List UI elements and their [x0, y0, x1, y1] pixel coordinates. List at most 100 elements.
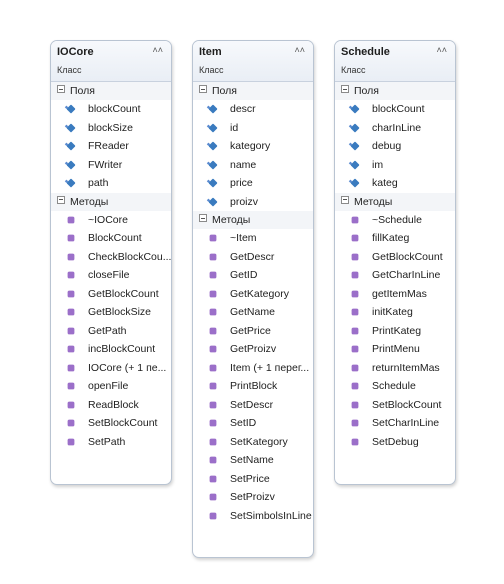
method-item[interactable]: GetPrice — [193, 322, 313, 341]
field-item[interactable]: descr — [193, 100, 313, 119]
double-chevron-up-icon[interactable]: ˄˄ — [436, 45, 447, 55]
method-item[interactable]: GetName — [193, 303, 313, 322]
method-item[interactable]: ~Item — [193, 229, 313, 248]
method-item[interactable]: fillKateg — [335, 229, 455, 248]
minus-box-icon[interactable] — [341, 195, 349, 204]
field-name: debug — [372, 140, 402, 152]
field-name: blockSize — [88, 121, 133, 134]
method-item[interactable]: GetDescr — [193, 248, 313, 267]
method-item[interactable]: SetPrice — [193, 470, 313, 489]
minus-box-icon[interactable] — [341, 85, 349, 93]
methods-section-header[interactable]: Методы — [51, 192, 171, 211]
field-item[interactable]: debug — [335, 137, 455, 156]
field-name: descr — [230, 103, 256, 115]
method-item[interactable]: SetCharInLine — [335, 414, 455, 433]
method-icon — [351, 234, 359, 242]
minus-box-icon[interactable] — [57, 195, 65, 204]
method-item[interactable]: SetBlockCount — [335, 396, 455, 415]
method-item[interactable]: returnItemMas — [335, 359, 455, 378]
minus-box-icon[interactable] — [199, 214, 207, 222]
field-name: id — [230, 121, 239, 134]
methods-section-header[interactable]: Методы — [193, 211, 313, 229]
method-item[interactable]: GetProizv — [193, 340, 313, 359]
methods-section-header[interactable]: Методы — [335, 192, 455, 211]
field-item[interactable]: FWriter — [51, 156, 171, 175]
field-item[interactable]: path — [51, 174, 171, 193]
method-item[interactable]: getItemMas — [335, 285, 455, 304]
field-item[interactable]: kateg — [335, 174, 455, 193]
method-item[interactable]: openFile — [51, 377, 171, 396]
method-icon — [209, 382, 217, 390]
method-item[interactable]: PrintBlock — [193, 377, 313, 396]
method-item[interactable]: SetName — [193, 451, 313, 470]
method-item[interactable]: BlockCount — [51, 229, 171, 248]
method-item[interactable]: ReadBlock — [51, 396, 171, 415]
field-item[interactable]: kategory — [193, 137, 313, 156]
field-item[interactable]: charInLine — [335, 119, 455, 138]
method-item[interactable]: IOCore (+ 1 пе... — [51, 359, 171, 378]
method-item[interactable]: SetPath — [51, 433, 171, 452]
field-name: name — [230, 158, 257, 171]
method-name: closeFile — [88, 269, 130, 281]
field-item[interactable]: blockSize — [51, 119, 171, 138]
double-chevron-up-icon[interactable]: ˄˄ — [294, 45, 305, 55]
field-item[interactable]: id — [193, 119, 313, 138]
method-item[interactable]: GetBlockCount — [51, 285, 171, 304]
method-item[interactable]: ~Schedule — [335, 211, 455, 230]
method-item[interactable]: SetProizv — [193, 488, 313, 507]
class-name: Item — [199, 46, 222, 58]
method-item[interactable]: GetPath — [51, 322, 171, 341]
method-item[interactable]: SetKategory — [193, 433, 313, 452]
method-item[interactable]: GetCharInLine — [335, 266, 455, 285]
method-item[interactable]: Schedule — [335, 377, 455, 396]
field-item[interactable]: FReader — [51, 137, 171, 156]
minus-box-icon[interactable] — [199, 85, 207, 93]
method-item[interactable]: GetKategory — [193, 285, 313, 304]
field-icon — [208, 178, 218, 188]
field-item[interactable]: name — [193, 156, 313, 175]
fields-section-header[interactable]: Поля — [335, 82, 455, 100]
fields-section-header[interactable]: Поля — [51, 82, 171, 100]
method-item[interactable]: closeFile — [51, 266, 171, 285]
method-item[interactable]: ~IOCore — [51, 211, 171, 230]
method-icon — [67, 253, 75, 260]
method-name: fillKateg — [372, 232, 410, 244]
method-item[interactable]: PrintMenu — [335, 340, 455, 359]
method-item[interactable]: SetBlockCount — [51, 414, 171, 433]
method-item[interactable]: GetBlockCount — [335, 248, 455, 267]
double-chevron-up-icon[interactable]: ˄˄ — [152, 45, 163, 55]
minus-box-icon[interactable] — [57, 85, 65, 93]
method-name: SetBlockCount — [372, 398, 442, 411]
method-item[interactable]: SetID — [193, 414, 313, 433]
field-item[interactable]: proizv — [193, 193, 313, 212]
method-item[interactable]: incBlockCount — [51, 340, 171, 359]
field-item[interactable]: blockCount — [51, 100, 171, 119]
method-item[interactable]: GetID — [193, 266, 313, 285]
method-item[interactable]: PrintKateg — [335, 322, 455, 341]
method-name: SetName — [230, 454, 274, 466]
method-item[interactable]: Item (+ 1 перег... — [193, 359, 313, 378]
class-name: IOCore — [57, 46, 94, 58]
method-item[interactable]: CheckBlockCou... — [51, 248, 171, 267]
method-name: GetKategory — [230, 287, 289, 300]
field-item[interactable]: price — [193, 174, 313, 193]
method-icon — [209, 419, 217, 427]
method-item[interactable]: GetBlockSize — [51, 303, 171, 322]
method-item[interactable]: SetSimbolsInLine — [193, 507, 313, 526]
method-icon — [67, 271, 75, 279]
method-item[interactable]: SetDebug — [335, 433, 455, 452]
field-item[interactable]: blockCount — [335, 100, 455, 119]
method-item[interactable]: SetDescr — [193, 396, 313, 415]
section-label: Методы — [70, 195, 109, 208]
method-item[interactable]: initKateg — [335, 303, 455, 322]
section-label: Поля — [70, 85, 95, 97]
section-label: Поля — [354, 85, 379, 97]
fields-section-header[interactable]: Поля — [193, 82, 313, 100]
field-item[interactable]: im — [335, 156, 455, 175]
